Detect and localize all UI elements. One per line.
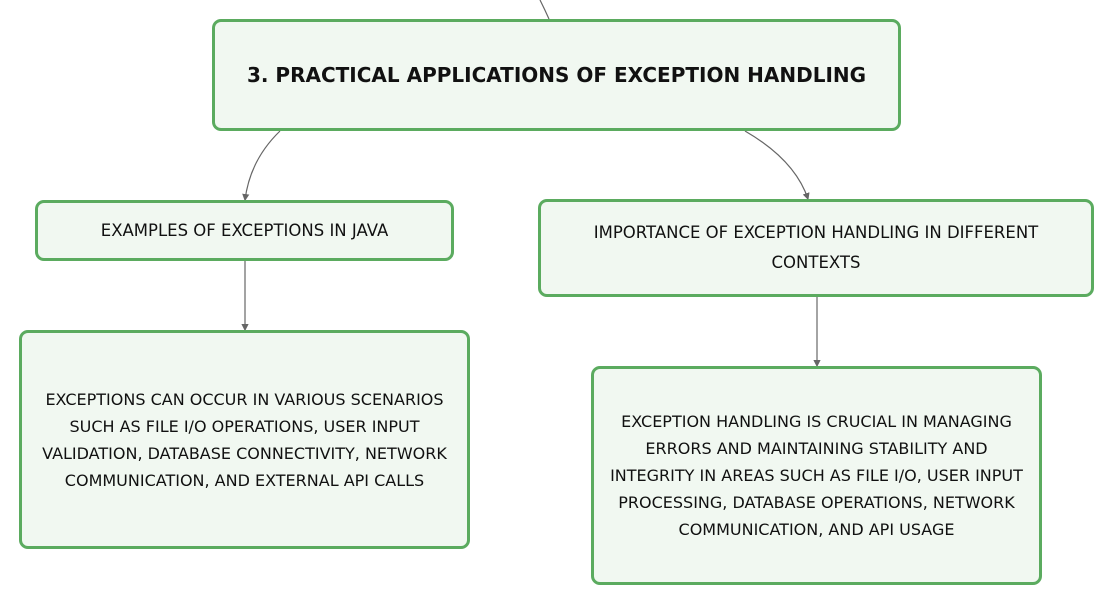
- left-detail-node[interactable]: EXCEPTIONS CAN OCCUR IN VARIOUS SCENARIO…: [19, 330, 470, 549]
- connector-root-to-right: [744, 130, 810, 201]
- left-branch-label: EXAMPLES OF EXCEPTIONS IN JAVA: [100, 220, 389, 240]
- left-branch-node[interactable]: EXAMPLES OF EXCEPTIONS IN JAVA: [35, 200, 454, 261]
- root-label: 3. PRACTICAL APPLICATIONS OF EXCEPTION H…: [246, 63, 867, 87]
- right-detail-node[interactable]: EXCEPTION HANDLING IS CRUCIAL IN MANAGIN…: [591, 366, 1042, 585]
- right-branch-node[interactable]: IMPORTANCE OF EXCEPTION HANDLING IN DIFF…: [538, 199, 1094, 297]
- right-branch-label: IMPORTANCE OF EXCEPTION HANDLING IN DIFF…: [593, 223, 1039, 272]
- connector-parent-to-root: [539, 0, 550, 20]
- left-detail-text: EXCEPTIONS CAN OCCUR IN VARIOUS SCENARIO…: [42, 389, 447, 490]
- right-detail-text: EXCEPTION HANDLING IS CRUCIAL IN MANAGIN…: [610, 412, 1023, 539]
- root-node[interactable]: 3. PRACTICAL APPLICATIONS OF EXCEPTION H…: [212, 19, 901, 131]
- connector-root-to-left: [242, 130, 281, 202]
